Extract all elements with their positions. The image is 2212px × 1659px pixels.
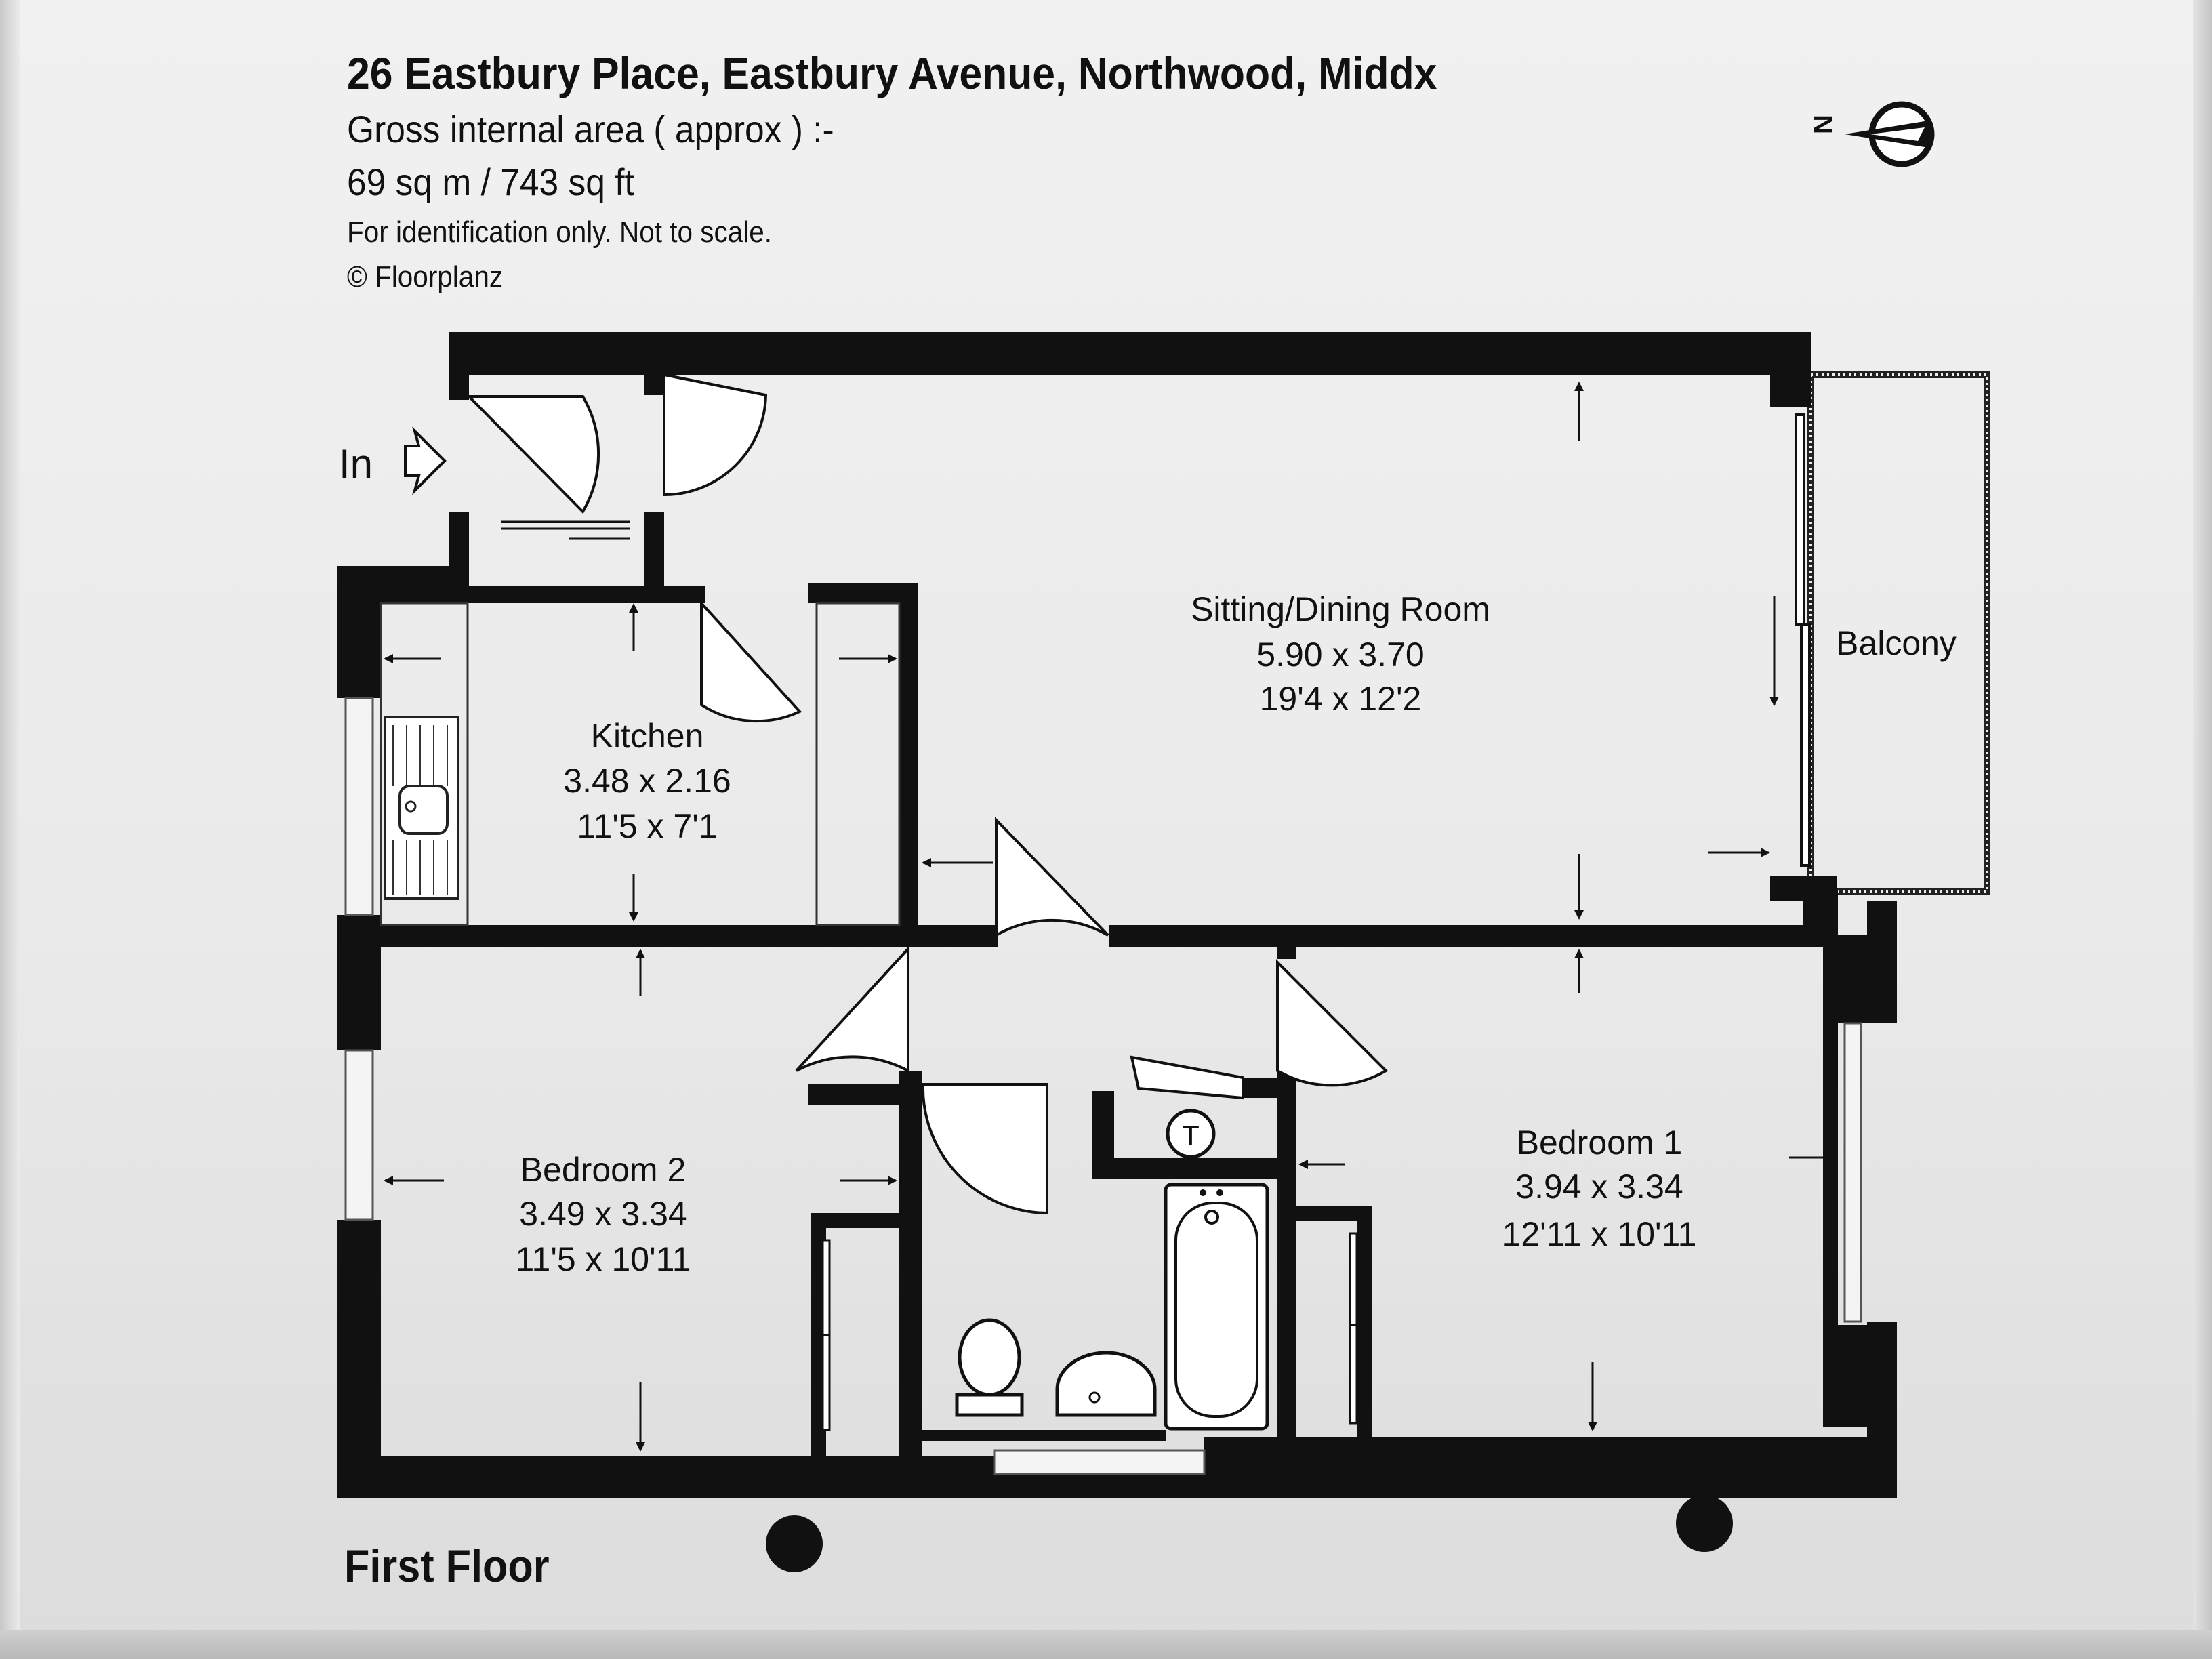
disclaimer-note: For identification only. Not to scale. <box>347 216 772 249</box>
kitchen-name: Kitchen <box>591 717 704 755</box>
threshold <box>501 520 630 540</box>
floor-label: First Floor <box>344 1540 550 1592</box>
sink-icon <box>384 716 459 900</box>
kitchen-metric: 3.48 x 2.16 <box>563 762 731 800</box>
sitting-room-label: Sitting/Dining Room 5.90 x 3.70 19'4 x 1… <box>1191 590 1490 718</box>
sitting-room-imperial: 19'4 x 12'2 <box>1260 680 1422 718</box>
wardrobe-doors <box>821 1232 1358 1431</box>
toilet-icon <box>955 1318 1024 1417</box>
sitting-room-name: Sitting/Dining Room <box>1191 590 1490 628</box>
kitchen-label: Kitchen 3.48 x 2.16 11'5 x 7'1 <box>563 717 731 845</box>
binder-hole <box>1676 1495 1733 1552</box>
washbasin-icon <box>1055 1351 1157 1417</box>
page-bottom-edge <box>0 1630 2212 1659</box>
binder-hole <box>766 1515 823 1572</box>
gross-area-value: 69 sq m / 743 sq ft <box>347 161 634 203</box>
page-edge <box>2193 0 2212 1659</box>
bedroom-1-name: Bedroom 1 <box>1517 1124 1683 1162</box>
bedroom-2-metric: 3.49 x 3.34 <box>519 1195 687 1233</box>
bedroom-2-name: Bedroom 2 <box>520 1151 687 1189</box>
bathtub-icon <box>1164 1183 1269 1431</box>
entry-arrow-icon <box>404 426 447 495</box>
gross-area-label: Gross internal area ( approx ) :- <box>347 108 834 150</box>
walls <box>337 332 1897 1498</box>
property-title: 26 Eastbury Place, Eastbury Avenue, Nort… <box>347 48 1437 98</box>
tank-label: T <box>1182 1120 1200 1151</box>
bedroom-2-label: Bedroom 2 3.49 x 3.34 11'5 x 10'11 <box>515 1151 691 1278</box>
windows <box>344 697 1862 1475</box>
north-letter: N <box>1809 115 1839 134</box>
page-fold <box>0 0 20 1659</box>
balcony-doors <box>1795 413 1811 867</box>
entrance-label: In <box>339 441 373 487</box>
bedroom-1-label: Bedroom 1 3.94 x 3.34 12'11 x 10'11 <box>1502 1124 1697 1253</box>
tank-icon: T <box>1166 1109 1216 1159</box>
north-arrow-icon: N <box>1809 101 1935 167</box>
bedroom-1-imperial: 12'11 x 10'11 <box>1502 1215 1697 1253</box>
copyright-note: © Floorplanz <box>347 260 504 293</box>
sitting-room-metric: 5.90 x 3.70 <box>1256 636 1424 674</box>
bedroom-2-imperial: 11'5 x 10'11 <box>515 1240 691 1278</box>
dimension-arrows <box>384 382 1838 1452</box>
balcony-label: Balcony <box>1836 624 1957 662</box>
kitchen-worktop <box>380 602 901 926</box>
bedroom-1-metric: 3.94 x 3.34 <box>1515 1168 1683 1206</box>
door-swings <box>466 373 1389 1215</box>
kitchen-imperial: 11'5 x 7'1 <box>577 807 717 845</box>
